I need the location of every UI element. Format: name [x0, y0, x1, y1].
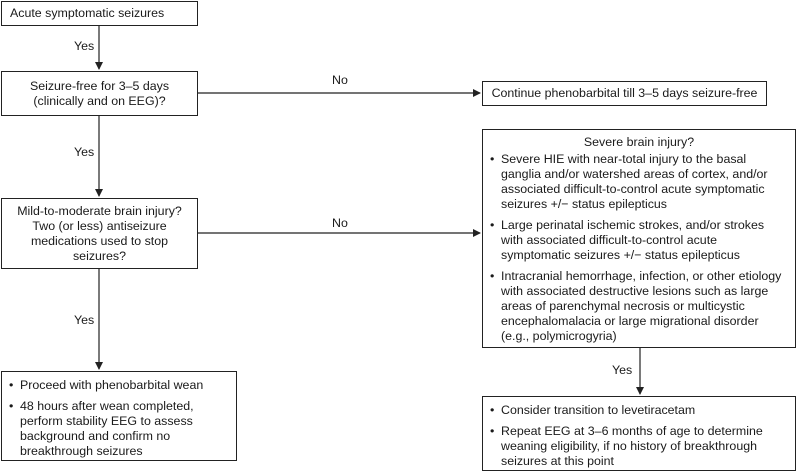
node-line: seizures? — [72, 249, 127, 263]
bullet-item: Consider transition to levetiracetam — [489, 403, 789, 418]
bullet-item: Severe HIE with near-total injury to the… — [489, 152, 789, 212]
node-line: medications used to stop — [30, 234, 169, 248]
node-title: Severe brain injury? — [583, 135, 695, 149]
node-mild-to-moderate: Mild-to-moderate brain injury? Two (or l… — [1, 198, 198, 269]
node-line: (clinically and on EEG)? — [33, 94, 166, 108]
node-line: Mild-to-moderate brain injury? — [17, 204, 182, 218]
bullet-item: Repeat EEG at 3–6 months of age to deter… — [489, 424, 789, 469]
node-phenobarbital-wean: Proceed with phenobarbital wean 48 hours… — [1, 371, 237, 461]
node-line: Two (or less) antiseizure — [32, 219, 167, 233]
bullet-list: Severe HIE with near-total injury to the… — [489, 152, 789, 344]
edge-label-no: No — [332, 216, 348, 230]
edge-label-yes: Yes — [74, 313, 95, 327]
bullet-list: Consider transition to levetiracetam Rep… — [489, 403, 789, 469]
node-text: Acute symptomatic seizures — [10, 6, 165, 20]
node-seizure-free: Seizure-free for 3–5 days (clinically an… — [1, 71, 198, 116]
node-text: Continue phenobarbital till 3–5 days sei… — [491, 86, 758, 100]
bullet-item: Proceed with phenobarbital wean — [8, 378, 230, 393]
node-transition-levetiracetam: Consider transition to levetiracetam Rep… — [482, 396, 796, 471]
edge-label-yes: Yes — [74, 145, 95, 159]
node-severe-brain-injury: Severe brain injury? Severe HIE with nea… — [482, 129, 796, 348]
node-acute-symptomatic-seizures: Acute symptomatic seizures — [1, 1, 198, 26]
bullet-item: Large perinatal ischemic strokes, and/or… — [489, 218, 789, 263]
edge-label-no: No — [332, 73, 348, 87]
node-continue-phenobarbital: Continue phenobarbital till 3–5 days sei… — [482, 81, 767, 106]
edge-label-yes: Yes — [74, 39, 95, 53]
bullet-item: 48 hours after wean completed, perform s… — [8, 399, 230, 459]
edge-label-yes: Yes — [612, 363, 633, 377]
node-line: Seizure-free for 3–5 days — [29, 79, 170, 93]
bullet-list: Proceed with phenobarbital wean 48 hours… — [8, 378, 230, 459]
bullet-item: Intracranial hemorrhage, infection, or o… — [489, 269, 789, 344]
